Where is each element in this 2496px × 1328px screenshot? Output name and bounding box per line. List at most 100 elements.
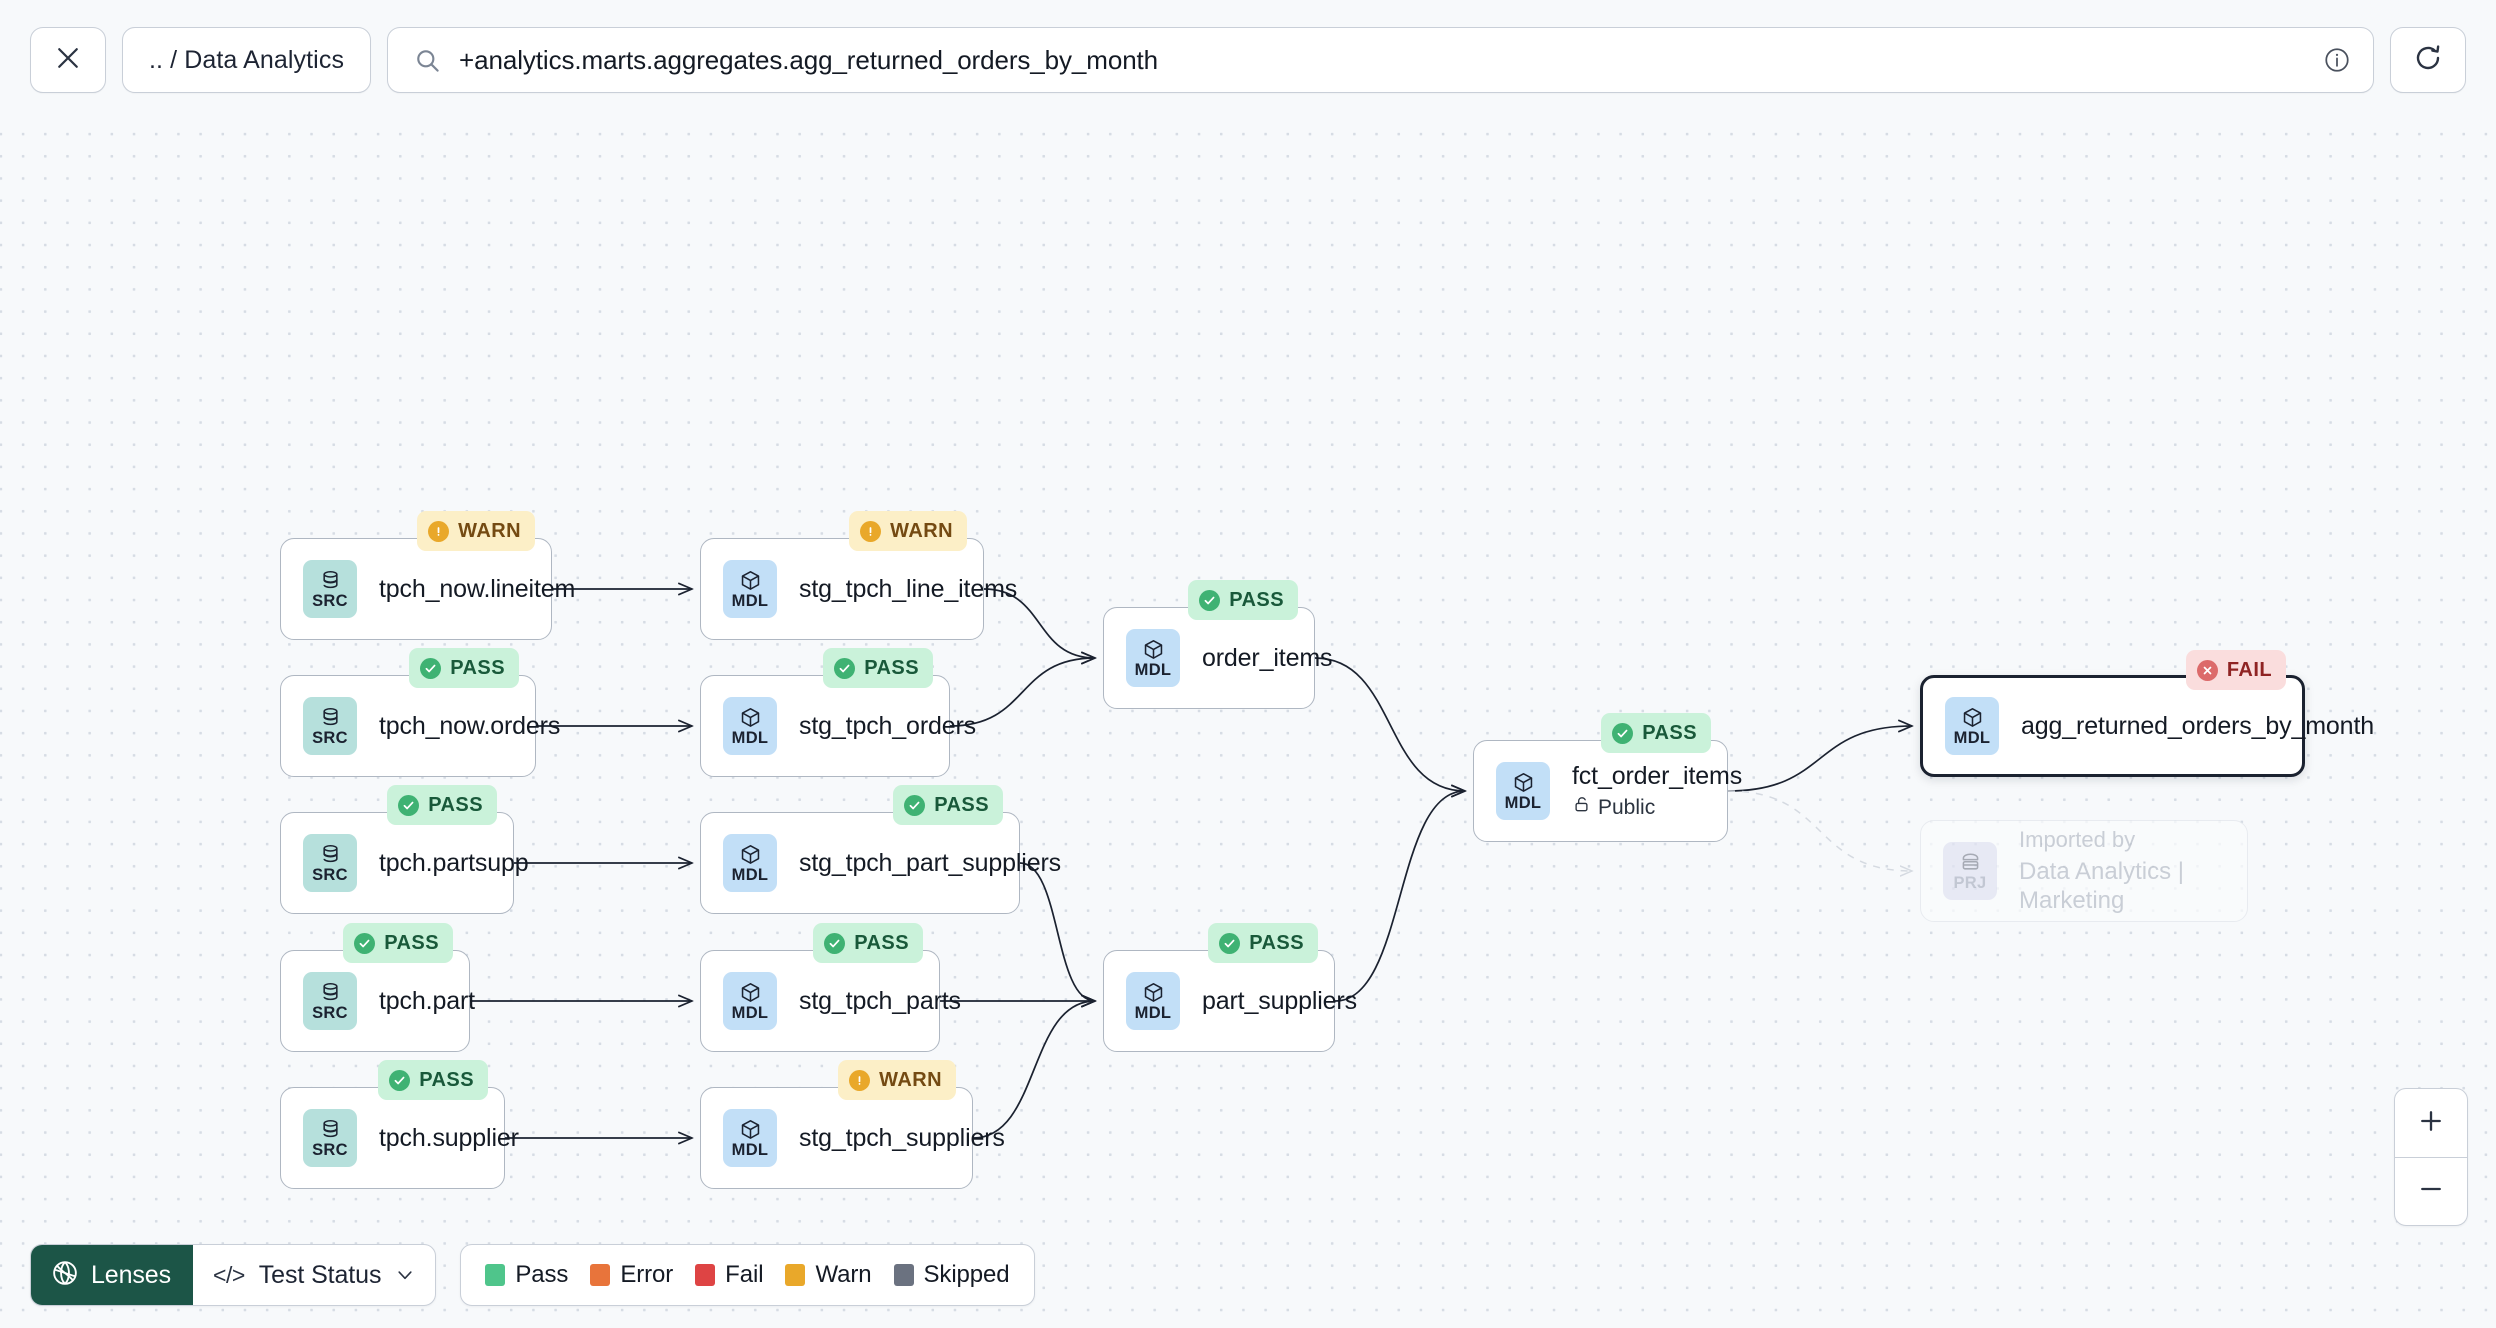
cube-icon bbox=[739, 981, 762, 1004]
src-type-badge: SRC bbox=[303, 972, 357, 1030]
node-body: stg_tpch_part_suppliers bbox=[799, 849, 1061, 877]
node-kind-label: MDL bbox=[731, 865, 769, 884]
cube-icon bbox=[739, 1118, 762, 1141]
database-icon bbox=[319, 569, 342, 592]
node-kind-label: MDL bbox=[731, 728, 769, 747]
status-icon bbox=[849, 1069, 871, 1091]
database-icon bbox=[319, 981, 342, 1004]
node-title: fct_order_items bbox=[1572, 762, 1743, 790]
node-kind-label: MDL bbox=[1134, 1003, 1172, 1022]
info-circle-icon[interactable] bbox=[2323, 46, 2351, 74]
status-badge-pass[interactable]: PASS bbox=[378, 1060, 488, 1100]
status-icon bbox=[834, 657, 856, 679]
imported-by-label: Imported by bbox=[2019, 826, 2136, 852]
status-label: PASS bbox=[384, 931, 439, 954]
node-body: tpch.supplier bbox=[379, 1124, 519, 1152]
cube-icon bbox=[1512, 771, 1535, 794]
node-title: agg_returned_orders_by_month bbox=[2021, 712, 2374, 740]
status-badge-pass[interactable]: PASS bbox=[1208, 923, 1318, 963]
lenses-button[interactable]: Lenses bbox=[31, 1245, 194, 1305]
close-button[interactable] bbox=[30, 27, 106, 93]
status-label: WARN bbox=[879, 1068, 942, 1091]
node-title: tpch.partsupp bbox=[379, 849, 529, 877]
graph-node-tpch_part[interactable]: SRC tpch.part PASS bbox=[280, 923, 475, 1052]
search-bar[interactable]: +analytics.marts.aggregates.agg_returned… bbox=[387, 27, 2374, 93]
status-badge-pass[interactable]: PASS bbox=[823, 648, 933, 688]
plus-icon bbox=[2417, 1107, 2445, 1140]
edge-fct_order_items-to-agg_returned_orders_by_month bbox=[1727, 726, 1912, 792]
status-label: FAIL bbox=[2226, 658, 2272, 681]
status-badge-warn[interactable]: WARN bbox=[838, 1060, 956, 1100]
node-body: order_items bbox=[1202, 644, 1333, 672]
lens-select[interactable]: </> Test Status bbox=[193, 1245, 435, 1305]
legend-label: Fail bbox=[725, 1261, 764, 1288]
graph-node-part_suppliers[interactable]: MDL part_suppliers PASS bbox=[1103, 923, 1357, 1052]
graph-node-agg_returned_orders_by_month[interactable]: MDL agg_returned_orders_by_month FAIL bbox=[1920, 650, 2374, 777]
node-body: tpch.partsupp bbox=[379, 849, 529, 877]
node-kind-label: SRC bbox=[312, 591, 348, 610]
legend-item-error[interactable]: Error bbox=[590, 1261, 673, 1289]
edge-stg_tpch_suppliers-to-part_suppliers bbox=[972, 1001, 1095, 1139]
status-badge-pass[interactable]: PASS bbox=[1188, 580, 1298, 620]
node-title: tpch.part bbox=[379, 987, 475, 1015]
cube-icon bbox=[1142, 981, 1165, 1004]
node-kind-label: MDL bbox=[731, 591, 769, 610]
legend-item-pass[interactable]: Pass bbox=[485, 1261, 568, 1289]
status-icon bbox=[904, 794, 926, 816]
cube-icon bbox=[739, 569, 762, 592]
status-icon bbox=[1219, 932, 1241, 954]
node-body: agg_returned_orders_by_month bbox=[2021, 712, 2374, 740]
refresh-button[interactable] bbox=[2390, 27, 2466, 93]
node-kind-label: MDL bbox=[731, 1003, 769, 1022]
edge-fct_order_items-to-imported_by bbox=[1727, 790, 1912, 871]
node-body: part_suppliers bbox=[1202, 987, 1357, 1015]
edge-stg_tpch_part_suppliers-to-part_suppliers bbox=[1019, 862, 1095, 1001]
cube-icon bbox=[739, 706, 762, 729]
status-badge-pass[interactable]: PASS bbox=[387, 785, 497, 825]
status-label: PASS bbox=[1642, 721, 1697, 744]
cube-icon bbox=[1961, 706, 1984, 729]
status-badge-warn[interactable]: WARN bbox=[849, 511, 967, 551]
status-badge-pass[interactable]: PASS bbox=[1601, 713, 1711, 753]
node-body: stg_tpch_parts bbox=[799, 987, 961, 1015]
zoom-in-button[interactable] bbox=[2395, 1089, 2467, 1157]
legend-swatch bbox=[695, 1264, 716, 1286]
status-badge-pass[interactable]: PASS bbox=[409, 648, 519, 688]
graph-node-stg_tpch_parts[interactable]: MDL stg_tpch_parts PASS bbox=[700, 923, 961, 1052]
status-icon bbox=[2196, 659, 2218, 681]
status-badge-pass[interactable]: PASS bbox=[343, 923, 453, 963]
status-badge-warn[interactable]: WARN bbox=[417, 511, 535, 551]
zoom-out-button[interactable] bbox=[2395, 1157, 2467, 1225]
node-kind-label: MDL bbox=[1953, 728, 1991, 747]
status-badge-pass[interactable]: PASS bbox=[813, 923, 923, 963]
status-icon bbox=[1612, 722, 1634, 744]
legend-item-fail[interactable]: Fail bbox=[695, 1261, 764, 1289]
legend-item-skipped[interactable]: Skipped bbox=[893, 1261, 1010, 1289]
prj-type-badge: PRJ bbox=[1943, 842, 1997, 900]
bottom-toolbar: Lenses </> Test Status Pass Error Fail Warn… bbox=[30, 1244, 1035, 1306]
status-icon bbox=[824, 932, 846, 954]
node-body: stg_tpch_suppliers bbox=[799, 1124, 1005, 1152]
legend-label: Pass bbox=[515, 1261, 569, 1288]
status-label: PASS bbox=[1229, 588, 1284, 611]
mdl-type-badge: MDL bbox=[723, 560, 777, 618]
status-badge-fail[interactable]: FAIL bbox=[2185, 650, 2286, 690]
legend-item-warn[interactable]: Warn bbox=[785, 1261, 872, 1289]
node-title: order_items bbox=[1202, 644, 1333, 672]
legend-label: Skipped bbox=[923, 1261, 1010, 1288]
close-icon bbox=[53, 43, 83, 78]
status-badge-pass[interactable]: PASS bbox=[893, 785, 1003, 825]
breadcrumb[interactable]: .. / Data Analytics bbox=[122, 27, 372, 93]
search-input[interactable]: +analytics.marts.aggregates.agg_returned… bbox=[459, 44, 1159, 75]
graph-node-stg_tpch_part_suppliers[interactable]: MDL stg_tpch_part_suppliers PASS bbox=[700, 785, 1061, 914]
